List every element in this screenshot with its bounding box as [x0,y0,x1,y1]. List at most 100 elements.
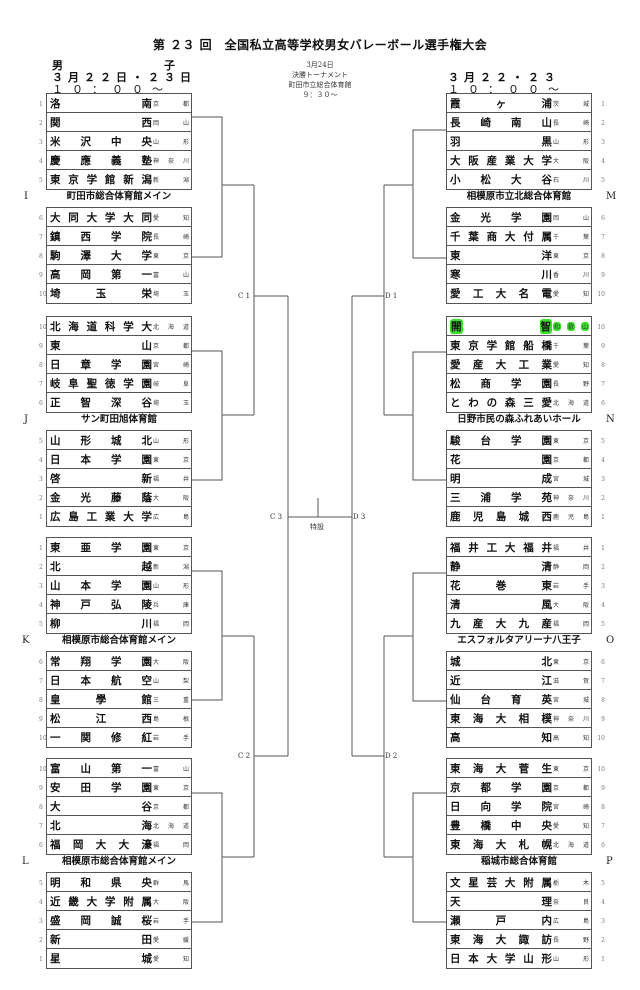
left-gender-label: 男 子 [52,59,180,72]
seed-number: 7 [39,381,43,388]
prefecture: 神奈川 [553,715,589,723]
school-name: 三浦学苑 [450,491,552,504]
seed-number: 6 [39,215,43,222]
school-name: 福井工大福井 [450,541,552,554]
school-name: 近畿大学附属 [50,895,152,908]
prefecture: 山形 [153,582,189,590]
school-name: 松商学園 [450,377,552,390]
prefecture: 愛知 [153,956,189,963]
school-name: 日向学院 [450,800,552,813]
prefecture: 愛知 [553,291,589,298]
school-name: 羽黒 [450,135,552,148]
seed-number: 5 [39,621,43,628]
prefecture: 福岡 [153,842,189,849]
school-name: 山本学園 [50,579,152,592]
seed-number: 6 [601,215,605,222]
school-name: 山形城北 [50,434,152,447]
school-name: 北海 [50,819,152,832]
seed-number: 4 [39,899,43,906]
seed-number: 7 [39,678,43,685]
venue-label: 日野市民の森ふれあいホール [457,414,581,425]
school-name: 千葉商大付属 [450,230,552,243]
school-name: 金光学園 [450,211,552,224]
school-name: 盛岡誠桜 [50,914,152,927]
right-time: １０：００～ [448,83,568,96]
seed-number: 3 [601,918,605,925]
seed-number: 1 [601,545,605,552]
tournament-title: 第 ２３ 回 全国私立高等学校男女バレーボール選手権大会 [152,38,488,52]
prefecture: 埼玉 [153,400,189,407]
school-name: 愛産大工業 [450,358,552,371]
school-name: 柳川 [50,618,152,630]
school-name: 星城 [50,953,152,965]
prefecture: 京都 [553,784,589,792]
prefecture: 新潟 [153,563,189,571]
school-name: 瀬戸内 [450,914,552,927]
school-name: 日本航空 [50,674,152,687]
prefecture: 東京 [153,456,189,464]
bracket-line-o [412,572,446,702]
prefecture: 大阪 [553,601,589,609]
school-name: 天理 [450,895,552,908]
prefecture: 栃木 [553,879,589,887]
school-name: 文星芸大附属 [450,876,552,889]
prefecture: 東京 [553,252,589,260]
school-name: 花園 [450,453,552,466]
seed-number: 9 [39,272,43,279]
prefecture: 長崎 [153,233,189,241]
seed-number: 4 [39,158,43,165]
team-row: 6 大同大学大同愛知 [39,208,191,227]
seed-number: 4 [601,602,605,609]
seed-number: 5 [39,438,43,445]
prefecture: 宮崎 [153,361,189,369]
prefecture: 東京 [153,784,189,792]
school-name: 高岡第一 [50,268,152,281]
school-name: 駒澤大学 [50,249,152,262]
school-name: 富山第一 [50,762,152,775]
seed-number: 3 [39,139,43,146]
school-name: 仙台育英 [450,693,552,706]
prefecture: 愛知 [553,361,589,369]
final-tournament-info: 3月24日 決勝トーナメント 町田市立総合体育館 ９：３０～ [260,60,380,100]
seed-number: 9 [601,785,605,792]
prefecture: 京都 [153,803,189,811]
seed-number: 9 [601,272,605,279]
final-venue: 町田市立総合体育館 [288,81,352,89]
round-label-c1: C 1 [238,292,251,300]
prefecture: 岩手 [553,582,589,590]
school-name: 大同大学大同 [50,211,152,224]
prefecture: 富山 [153,765,189,773]
prefecture: 愛知 [153,214,189,222]
venue-label: サン町田旭体育館 [80,414,157,425]
left-time: １０：００～ [52,83,172,96]
final-label: 決勝トーナメント [292,71,348,79]
bracket-line-l [192,792,223,923]
prefecture: 北海道 [153,323,189,331]
